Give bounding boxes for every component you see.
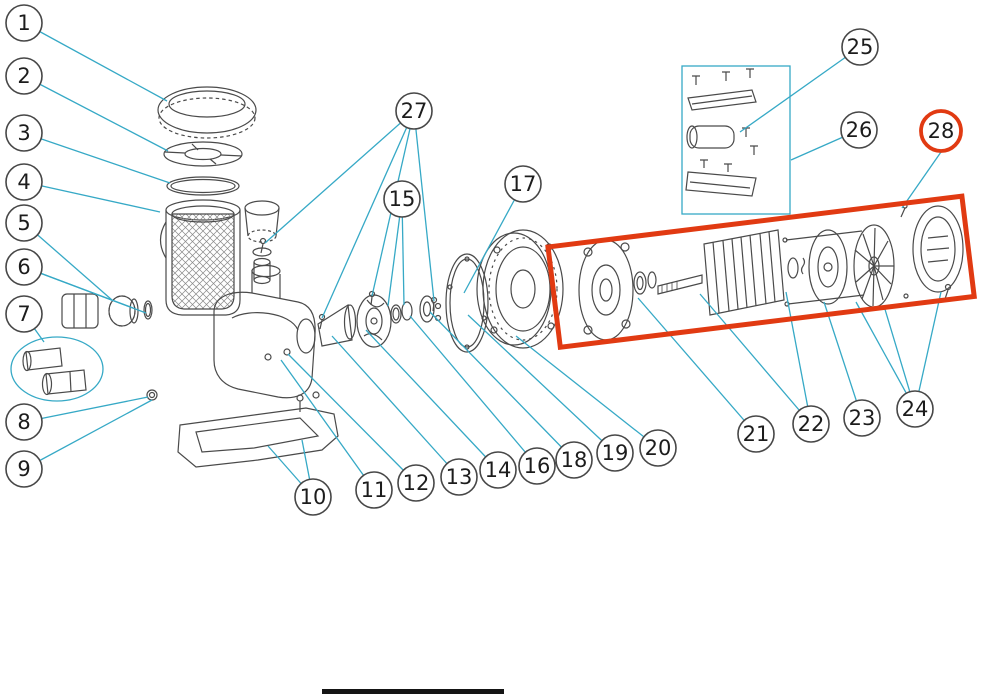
callout-7: 7 [5, 295, 43, 333]
svg-text:23: 23 [849, 406, 876, 430]
svg-text:26: 26 [846, 118, 873, 142]
callout-9: 9 [5, 450, 43, 488]
callout-12: 12 [397, 464, 435, 502]
svg-text:11: 11 [361, 478, 388, 502]
callout-11: 11 [355, 471, 393, 509]
cooling-fan [853, 224, 895, 308]
impeller [356, 294, 392, 348]
highlights [545, 193, 977, 351]
svg-text:13: 13 [446, 465, 473, 489]
callout-1: 1 [5, 4, 43, 42]
rotor-and-stator [657, 229, 785, 316]
svg-text:17: 17 [510, 172, 537, 196]
fan-cover [900, 203, 964, 300]
svg-text:6: 6 [17, 255, 30, 279]
callout-13: 13 [440, 458, 478, 496]
rear-o-ring [787, 257, 806, 279]
motor-front-flange [578, 239, 634, 341]
callout-8: 8 [5, 403, 43, 441]
callout-22: 22 [792, 405, 830, 443]
callout-26: 26 [840, 111, 878, 149]
gasket [445, 253, 489, 353]
callout-15: 15 [383, 180, 421, 218]
svg-text:25: 25 [847, 35, 874, 59]
front-bearing [633, 271, 657, 295]
diffuser [317, 303, 357, 347]
motor-end-bell [808, 229, 848, 305]
svg-text:4: 4 [17, 170, 30, 194]
callout-28-highlighted: 28 [919, 109, 963, 153]
callout-17: 17 [504, 165, 542, 203]
mechanical-seal [390, 301, 413, 324]
svg-text:27: 27 [401, 99, 428, 123]
through-bolts [782, 230, 865, 307]
svg-text:8: 8 [17, 410, 30, 434]
callout-25: 25 [841, 28, 879, 66]
svg-text:16: 16 [524, 454, 551, 478]
capacitor-kit [685, 68, 758, 197]
callout-6: 6 [5, 248, 43, 286]
lid-insert [163, 141, 243, 167]
callout-10: 10 [294, 478, 332, 516]
svg-text:2: 2 [17, 64, 30, 88]
callout-23: 23 [843, 399, 881, 437]
svg-text:20: 20 [645, 436, 672, 460]
svg-text:15: 15 [389, 187, 416, 211]
svg-text:7: 7 [17, 302, 30, 326]
hose-adapters [22, 347, 87, 396]
svg-text:12: 12 [403, 471, 430, 495]
callout-4: 4 [5, 163, 43, 201]
drain-plug [146, 389, 158, 401]
callout-20: 20 [639, 429, 677, 467]
lid-o-ring [166, 176, 240, 196]
svg-text:5: 5 [17, 211, 30, 235]
base-plate [177, 391, 339, 468]
strainer-basket-housing [159, 199, 241, 316]
svg-text:18: 18 [561, 448, 588, 472]
hardware-screws [259, 237, 438, 330]
callout-19: 19 [596, 434, 634, 472]
pump-line-art [22, 68, 964, 468]
svg-text:24: 24 [902, 397, 929, 421]
callout-2: 2 [5, 57, 43, 95]
svg-text:14: 14 [485, 458, 512, 482]
svg-text:3: 3 [17, 121, 30, 145]
svg-text:28: 28 [928, 119, 955, 143]
strainer-lid-cap [157, 86, 257, 139]
callout-14: 14 [479, 451, 517, 489]
motor-assembly-highlight-box [545, 193, 977, 351]
small-union-nut [244, 200, 280, 285]
inlet-union-fittings [61, 293, 153, 329]
svg-text:1: 1 [17, 11, 30, 35]
callouts: 1 2 3 4 5 6 7 8 [5, 4, 963, 516]
adapter-group-oval [10, 336, 104, 402]
callout-27: 27 [395, 92, 433, 130]
callout-28-red-ring [919, 109, 963, 153]
callout-5: 5 [5, 204, 43, 242]
capacitor-kit-box [681, 65, 791, 215]
bottom-edge-artifact [322, 689, 504, 694]
svg-text:22: 22 [798, 412, 825, 436]
svg-text:10: 10 [300, 485, 327, 509]
callout-18: 18 [555, 441, 593, 479]
callout-24: 24 [896, 390, 934, 428]
pump-volute-body [213, 264, 316, 399]
svg-text:9: 9 [17, 457, 30, 481]
callout-3: 3 [5, 114, 43, 152]
leader-lines [10, 22, 942, 498]
callout-21: 21 [737, 415, 775, 453]
svg-text:19: 19 [602, 441, 629, 465]
callout-16: 16 [518, 447, 556, 485]
svg-text:21: 21 [743, 422, 770, 446]
seal-retainer [419, 295, 442, 323]
